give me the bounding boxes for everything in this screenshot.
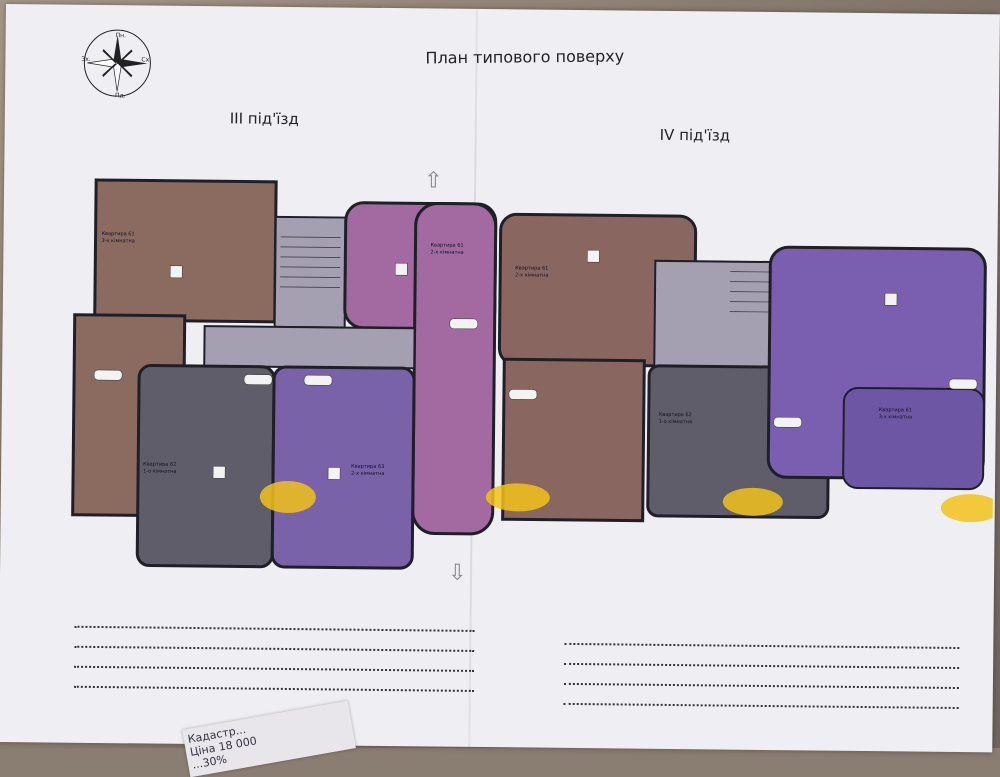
signature-line: [74, 644, 475, 652]
compass-east: Сх.: [141, 56, 151, 63]
apartment-area-5: 2-х кімнатна: [515, 272, 548, 278]
apartment-label-2-area: 2-х кімнатна: [430, 249, 463, 255]
plan-title: План типового поверху: [425, 46, 625, 68]
signature-line: [564, 661, 960, 670]
entrance-label-4: IV під'їзд: [659, 125, 731, 145]
apartment-area-1: 3-х кімнатна: [101, 238, 134, 244]
signature-line: [73, 684, 474, 692]
apartment-block-5b: [501, 357, 646, 523]
apartment-area-6: 1-о кімнатна: [659, 419, 692, 425]
entrance-label-3: III під'їзд: [229, 109, 299, 129]
stairwell-3: [273, 215, 347, 329]
signature-line: [564, 641, 960, 650]
compass-north: Пн.: [116, 32, 127, 39]
apartment-area-4: 2-х кімнатна: [351, 471, 384, 477]
apartment-label-7: Квартира 61: [879, 407, 912, 413]
apartment-label-2: Квартира 61: [430, 242, 463, 248]
apartment-label-4: Квартира 63: [351, 464, 384, 470]
apartment-block-4: [270, 365, 416, 570]
apartment-area-7: 3-х кімнатна: [879, 414, 912, 420]
corridor-3: [203, 325, 416, 370]
floor-plan-sheet: Пн. Пд. Зх. Сх. План типового поверху II…: [0, 4, 1000, 753]
apartment-block-1: [93, 178, 278, 324]
apartment-label-5: Квартира 61: [515, 265, 548, 271]
signature-line: [563, 681, 959, 690]
apartment-block-7b: [842, 386, 985, 491]
apartment-label-6: Квартира 62: [659, 412, 692, 418]
apartment-area-3: 1-о кімнатна: [143, 468, 176, 474]
floor-plan-drawing: Квартира 61 3-х кімнатна Квартира 61 2-х…: [71, 178, 997, 570]
compass-south: Пд.: [115, 92, 126, 99]
compass-rose-icon: Пн. Пд. Зх. Сх.: [81, 29, 151, 99]
apartment-label-3: Квартира 62: [143, 461, 176, 467]
highlight-mark: [485, 483, 550, 512]
signature-line: [74, 624, 475, 632]
apartment-label-1: Квартира 61: [102, 231, 135, 237]
highlight-mark: [722, 487, 783, 516]
signature-line: [74, 664, 475, 672]
highlight-mark: [259, 480, 316, 513]
signature-line: [563, 701, 959, 710]
compass-west: Зх.: [81, 56, 90, 63]
highlight-mark: [940, 494, 997, 523]
